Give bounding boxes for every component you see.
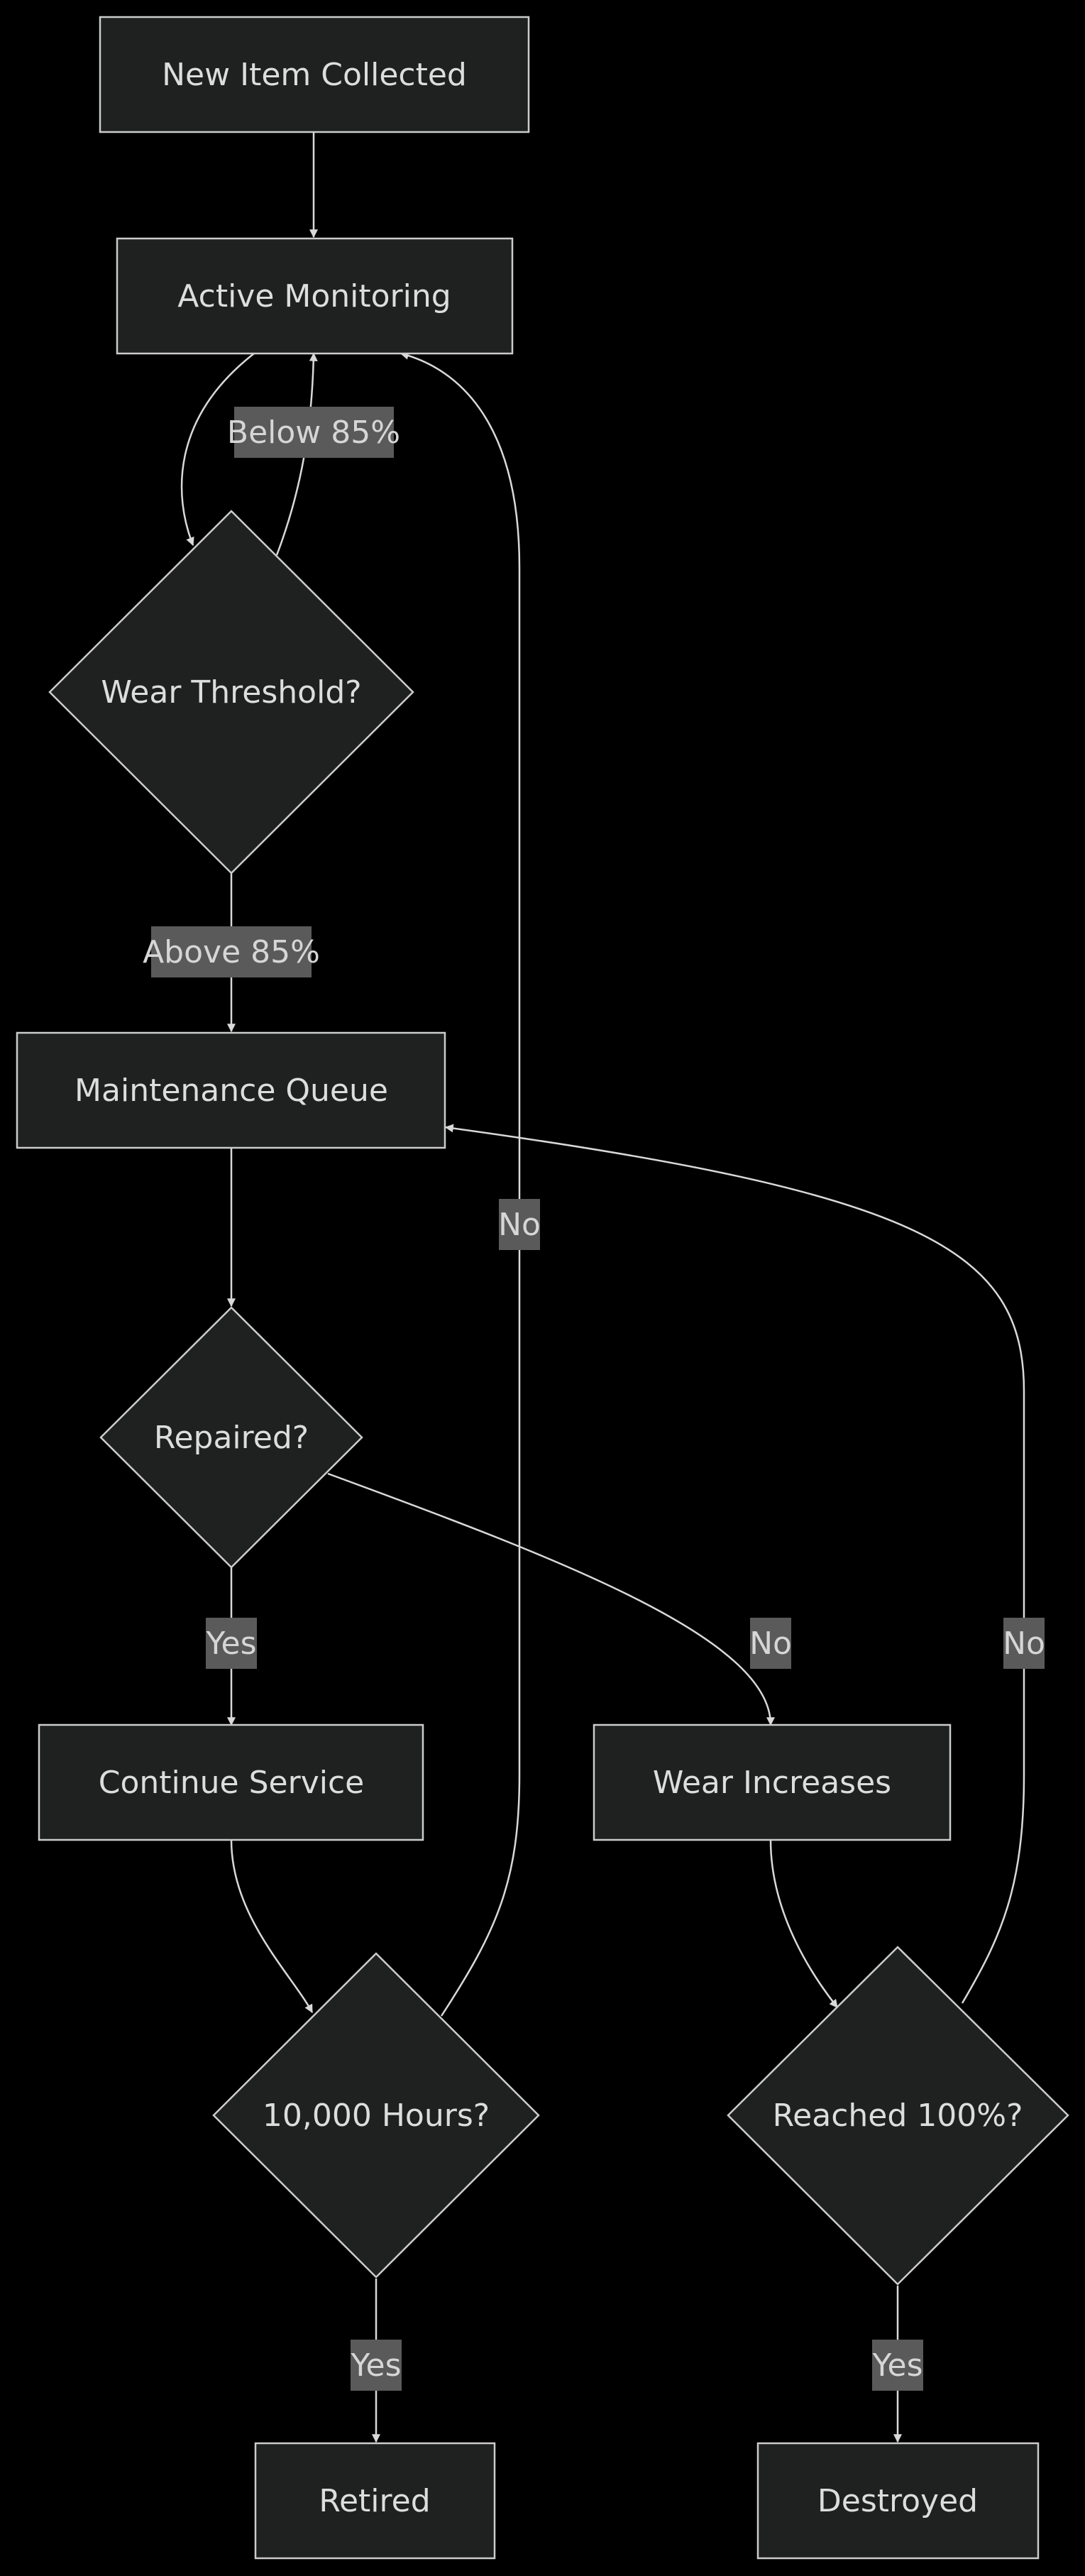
edge-hours-no-to-monitoring — [400, 351, 521, 2017]
svg-text:Below 85%: Below 85% — [227, 415, 400, 451]
svg-text:Repaired?: Repaired? — [154, 1420, 309, 1456]
node-maintenance-queue: Maintenance Queue — [16, 1031, 446, 1149]
node-destroyed: Destroyed — [756, 2442, 1040, 2560]
edge-wear-to-reached — [769, 1839, 838, 2008]
svg-text:Reached 100%?: Reached 100%? — [773, 2098, 1023, 2134]
svg-text:Wear Increases: Wear Increases — [653, 1765, 891, 1801]
node-reached-100: Reached 100%? — [727, 1946, 1069, 2286]
edge-monitoring-to-threshold — [180, 353, 255, 547]
svg-text:Above 85%: Above 85% — [143, 934, 320, 970]
edge-repaired-no-to-wear — [327, 1472, 775, 1726]
edge-label-reached-no: No — [1003, 1618, 1045, 1669]
svg-text:10,000 Hours?: 10,000 Hours? — [263, 2098, 490, 2134]
svg-text:Yes: Yes — [871, 2347, 922, 2384]
svg-text:Yes: Yes — [350, 2347, 401, 2384]
edge-label-below-85: Below 85% — [227, 407, 400, 458]
edge-label-repaired-no: No — [749, 1618, 792, 1669]
svg-text:Yes: Yes — [205, 1626, 256, 1662]
edge-labels: Below 85% Above 85% No Yes No No Yes Ye — [143, 407, 1045, 2391]
node-retired: Retired — [254, 2442, 496, 2560]
svg-text:Continue Service: Continue Service — [99, 1765, 364, 1801]
svg-text:No: No — [1003, 1626, 1045, 1662]
node-10000-hours: 10,000 Hours? — [212, 1952, 540, 2279]
svg-text:Retired: Retired — [319, 2483, 430, 2519]
svg-text:Wear Threshold?: Wear Threshold? — [101, 674, 361, 711]
edge-label-hours-no: No — [498, 1199, 541, 1250]
svg-text:No: No — [749, 1626, 792, 1662]
svg-text:Active Monitoring: Active Monitoring — [177, 278, 451, 314]
node-wear-threshold: Wear Threshold? — [48, 510, 414, 875]
edge-reached-no-to-queue — [444, 1124, 1025, 2004]
svg-text:New Item Collected: New Item Collected — [162, 57, 467, 93]
node-new-item-collected: New Item Collected — [99, 16, 530, 133]
edge-continue-to-hours — [230, 1839, 314, 2014]
svg-text:Maintenance Queue: Maintenance Queue — [75, 1073, 388, 1109]
svg-text:Destroyed: Destroyed — [817, 2483, 978, 2519]
edge-label-hours-yes: Yes — [350, 2340, 402, 2391]
node-repaired: Repaired? — [99, 1306, 363, 1569]
edge-label-repaired-yes: Yes — [205, 1618, 257, 1669]
edge-label-above-85: Above 85% — [143, 926, 320, 977]
node-active-monitoring: Active Monitoring — [116, 237, 514, 355]
node-wear-increases: Wear Increases — [593, 1723, 952, 1841]
node-continue-service: Continue Service — [38, 1723, 424, 1841]
edge-label-reached-yes: Yes — [871, 2340, 923, 2391]
svg-text:No: No — [498, 1207, 541, 1243]
